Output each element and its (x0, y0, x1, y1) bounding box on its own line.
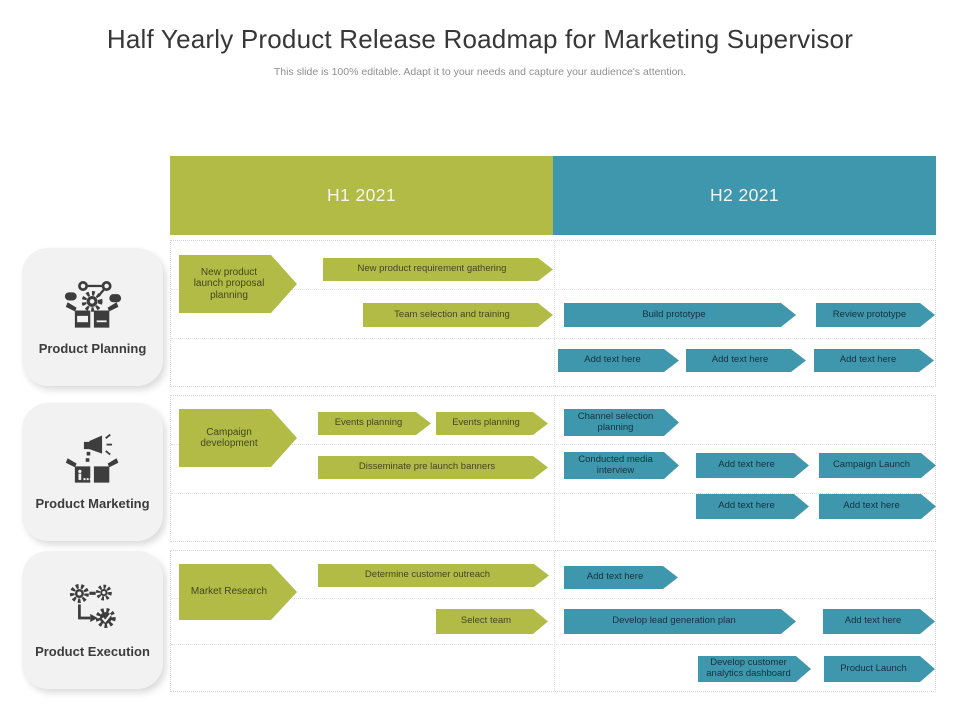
arrow-customer-outreach[interactable]: Determine customer outreach (318, 564, 549, 587)
half-year-divider (554, 551, 555, 691)
grid-divider (171, 337, 935, 339)
roadmap-grid: H1 2021 H2 2021 New product launch propo… (170, 156, 936, 692)
grid-divider (171, 597, 935, 599)
arrow-new-product-launch-proposal[interactable]: New product launch proposal planning (179, 255, 297, 313)
half-year-divider (554, 241, 555, 386)
half-year-divider (554, 396, 555, 541)
sidebar-card-product-execution[interactable]: Product Execution (22, 551, 163, 689)
category-label-product-planning: Product Planning (38, 341, 147, 356)
grid-divider (171, 289, 935, 291)
row-product-execution: Market Research Determine customer outre… (170, 550, 936, 692)
arrow-channel-selection[interactable]: Channel selection planning (564, 409, 679, 436)
arrow-product-launch[interactable]: Product Launch (824, 656, 935, 682)
arrow-add-text-placeholder[interactable]: Add text here (814, 349, 934, 372)
arrow-select-team[interactable]: Select team (436, 609, 548, 634)
category-label-product-execution: Product Execution (35, 644, 150, 659)
timeline-header: H1 2021 H2 2021 (170, 156, 936, 235)
arrow-events-planning[interactable]: Events planning (436, 412, 548, 435)
sidebar-card-product-marketing[interactable]: Product Marketing (22, 403, 163, 541)
arrow-team-selection[interactable]: Team selection and training (363, 303, 553, 327)
arrow-build-prototype[interactable]: Build prototype (564, 303, 796, 327)
row-product-planning: New product launch proposal planning New… (170, 240, 936, 387)
arrow-media-interview[interactable]: Conducted media interview (564, 452, 679, 479)
arrow-market-research[interactable]: Market Research (179, 564, 297, 620)
h1-2021-header: H1 2021 (170, 156, 553, 235)
arrow-add-text-placeholder[interactable]: Add text here (564, 566, 678, 589)
page-title: Half Yearly Product Release Roadmap for … (106, 24, 854, 54)
sidebar-card-product-planning[interactable]: Product Planning (22, 248, 163, 386)
arrow-events-planning[interactable]: Events planning (318, 412, 431, 435)
arrow-add-text-placeholder[interactable]: Add text here (558, 349, 679, 372)
arrow-campaign-development[interactable]: Campaign development (179, 409, 297, 467)
row-product-marketing: Campaign development Events planning Eve… (170, 395, 936, 542)
arrow-disseminate-banners[interactable]: Disseminate pre launch banners (318, 456, 548, 479)
box-megaphone-icon (64, 433, 122, 487)
grid-divider (171, 444, 935, 446)
arrow-lead-generation-plan[interactable]: Develop lead generation plan (564, 609, 796, 634)
grid-divider (171, 492, 935, 494)
arrow-analytics-dashboard[interactable]: Develop customer analytics dashboard (698, 656, 811, 682)
gears-workflow-check-icon (64, 581, 122, 635)
category-label-product-marketing: Product Marketing (35, 496, 150, 511)
arrow-add-text-placeholder[interactable]: Add text here (696, 494, 809, 519)
arrow-campaign-launch[interactable]: Campaign Launch (819, 453, 936, 478)
arrow-add-text-placeholder[interactable]: Add text here (823, 609, 935, 634)
grid-divider (171, 644, 935, 646)
arrow-add-text-placeholder[interactable]: Add text here (686, 349, 806, 372)
h2-2021-header: H2 2021 (553, 156, 936, 235)
arrow-add-text-placeholder[interactable]: Add text here (696, 453, 809, 478)
page-subtitle: This slide is 100% editable. Adapt it to… (273, 66, 687, 78)
arrow-add-text-placeholder[interactable]: Add text here (819, 494, 936, 519)
arrow-review-prototype[interactable]: Review prototype (816, 303, 935, 327)
box-gear-network-icon (64, 278, 122, 332)
arrow-requirement-gathering[interactable]: New product requirement gathering (323, 258, 553, 281)
